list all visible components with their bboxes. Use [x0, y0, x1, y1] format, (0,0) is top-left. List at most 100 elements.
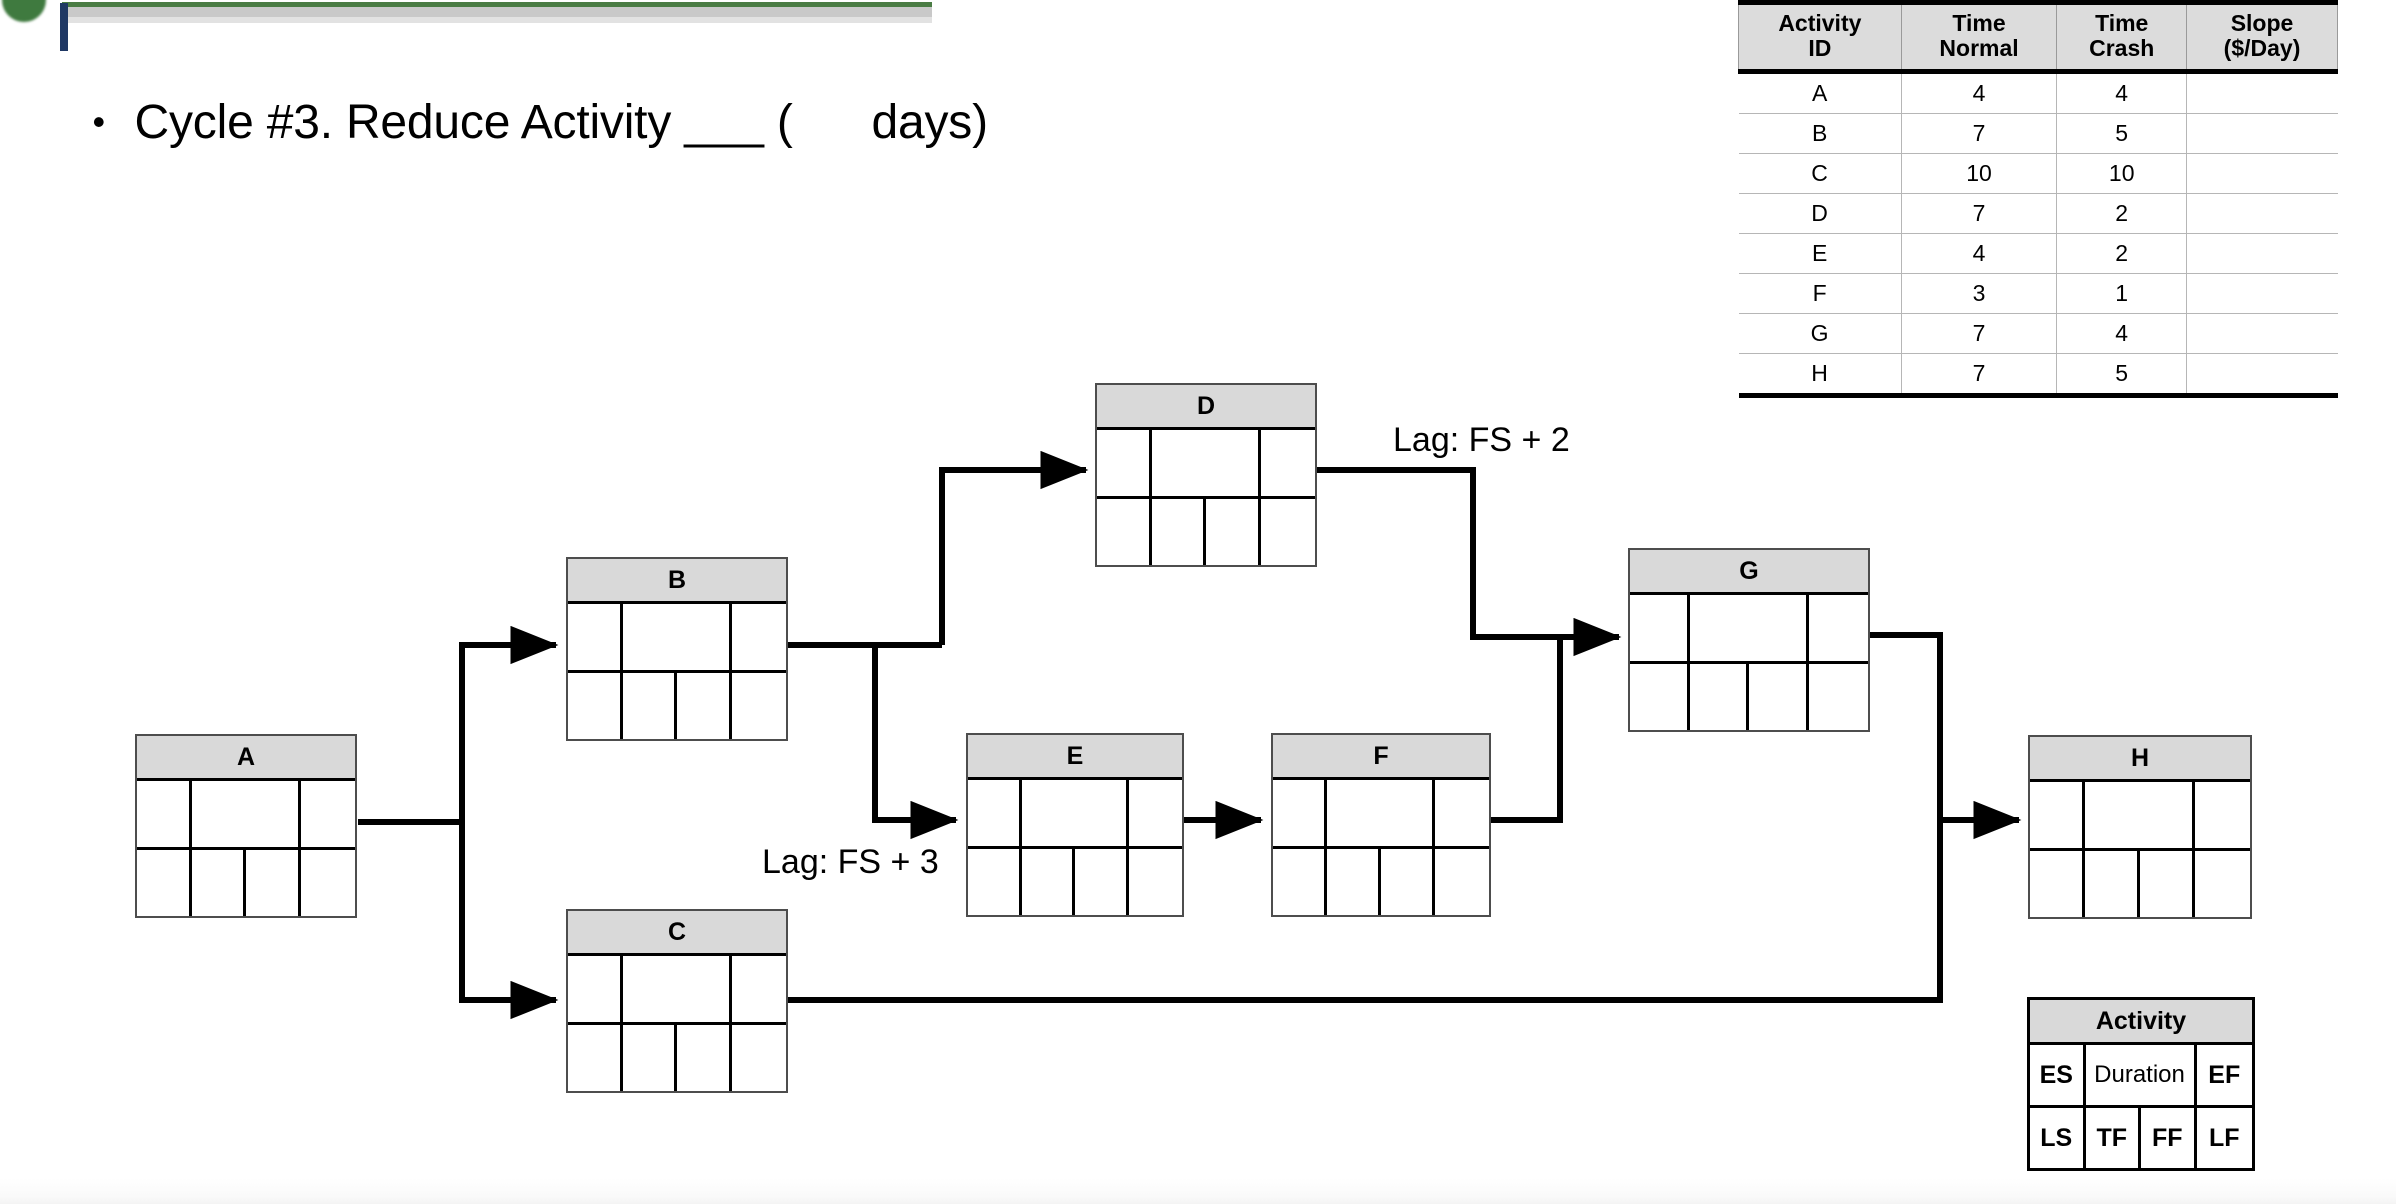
- node-duration-cell[interactable]: [1690, 595, 1809, 661]
- cell-time-normal: 7: [1900, 112, 2058, 154]
- cell-slope[interactable]: [2186, 112, 2338, 154]
- cell-id: C: [1738, 152, 1902, 194]
- node-ff-cell[interactable]: [1749, 664, 1809, 730]
- decorative-green-rule: [62, 2, 932, 7]
- node-label: D: [1097, 385, 1315, 430]
- cell-id: F: [1738, 272, 1902, 314]
- node-ls-cell[interactable]: [568, 673, 623, 739]
- node-es-cell[interactable]: [1097, 430, 1152, 496]
- node-tf-cell[interactable]: [623, 673, 677, 739]
- cell-slope[interactable]: [2186, 192, 2338, 234]
- node-ls-cell[interactable]: [1630, 664, 1690, 730]
- edge-f-to-g: [1491, 637, 1563, 823]
- cell-time-crash: 1: [2056, 272, 2188, 314]
- node-lf-cell[interactable]: [1261, 499, 1316, 565]
- node-ls-cell[interactable]: [2030, 851, 2085, 917]
- cell-slope[interactable]: [2186, 232, 2338, 274]
- legend-title: Activity: [2030, 1000, 2252, 1045]
- node-tf-cell[interactable]: [192, 850, 246, 916]
- cell-time-normal: 10: [1900, 152, 2058, 194]
- activity-node-b[interactable]: B: [566, 557, 788, 741]
- node-tf-cell[interactable]: [1327, 849, 1381, 915]
- node-es-cell[interactable]: [568, 604, 623, 670]
- node-ef-cell[interactable]: [732, 604, 787, 670]
- activity-node-e[interactable]: E: [966, 733, 1184, 917]
- node-ff-cell[interactable]: [246, 850, 301, 916]
- node-ls-cell[interactable]: [137, 850, 192, 916]
- node-ls-cell[interactable]: [568, 1025, 623, 1091]
- activity-node-a[interactable]: A: [135, 734, 357, 918]
- activity-node-f[interactable]: F: [1271, 733, 1491, 917]
- legend-es: ES: [2030, 1045, 2086, 1105]
- cell-id: G: [1738, 312, 1902, 354]
- node-duration-cell[interactable]: [623, 956, 732, 1022]
- activity-node-g[interactable]: G: [1628, 548, 1870, 732]
- activity-node-c[interactable]: C: [566, 909, 788, 1093]
- node-label: B: [568, 559, 786, 604]
- legend-ls: LS: [2030, 1108, 2086, 1168]
- node-lf-cell[interactable]: [1809, 664, 1869, 730]
- node-es-cell[interactable]: [968, 780, 1022, 846]
- edge-a-to-c: [459, 822, 559, 1020]
- node-es-cell[interactable]: [1630, 595, 1690, 661]
- slide-bullet-line: •Cycle #3. Reduce Activity ___ ( days): [40, 40, 989, 205]
- node-lf-cell[interactable]: [732, 673, 787, 739]
- node-ef-cell[interactable]: [301, 781, 356, 847]
- node-ls-cell[interactable]: [1273, 849, 1327, 915]
- cell-slope[interactable]: [2186, 70, 2338, 114]
- node-ff-cell[interactable]: [2140, 851, 2195, 917]
- node-label: C: [568, 911, 786, 956]
- decorative-green-dot: [2, 0, 46, 22]
- node-lf-cell[interactable]: [1435, 849, 1489, 915]
- node-es-cell[interactable]: [1273, 780, 1327, 846]
- node-label: H: [2030, 737, 2250, 782]
- node-ff-cell[interactable]: [677, 1025, 732, 1091]
- node-ls-cell[interactable]: [1097, 499, 1152, 565]
- cell-slope[interactable]: [2186, 272, 2338, 314]
- edge-b-to-e: [872, 645, 959, 840]
- node-tf-cell[interactable]: [2085, 851, 2140, 917]
- node-tf-cell[interactable]: [1690, 664, 1749, 730]
- cell-slope[interactable]: [2186, 352, 2338, 398]
- legend-ff: FF: [2141, 1108, 2197, 1168]
- cell-time-normal: 4: [1900, 232, 2058, 274]
- activity-node-d[interactable]: D: [1095, 383, 1317, 567]
- node-lf-cell[interactable]: [1129, 849, 1183, 915]
- node-es-cell[interactable]: [2030, 782, 2085, 848]
- col-activity-id: Activity ID: [1738, 2, 1902, 72]
- node-tf-cell[interactable]: [1152, 499, 1206, 565]
- node-lf-cell[interactable]: [301, 850, 356, 916]
- node-ff-cell[interactable]: [1206, 499, 1261, 565]
- node-ef-cell[interactable]: [732, 956, 787, 1022]
- node-es-cell[interactable]: [137, 781, 192, 847]
- node-duration-cell[interactable]: [623, 604, 732, 670]
- col-time-normal: Time Normal: [1900, 2, 2058, 72]
- node-tf-cell[interactable]: [623, 1025, 677, 1091]
- node-es-cell[interactable]: [568, 956, 623, 1022]
- node-ef-cell[interactable]: [2195, 782, 2250, 848]
- node-ff-cell[interactable]: [1075, 849, 1129, 915]
- node-ff-cell[interactable]: [677, 673, 732, 739]
- node-lf-cell[interactable]: [2195, 851, 2250, 917]
- node-duration-cell[interactable]: [1152, 430, 1261, 496]
- cell-slope[interactable]: [2186, 312, 2338, 354]
- activity-node-h[interactable]: H: [2028, 735, 2252, 919]
- node-ef-cell[interactable]: [1809, 595, 1869, 661]
- node-ff-cell[interactable]: [1381, 849, 1435, 915]
- node-duration-cell[interactable]: [192, 781, 301, 847]
- node-duration-cell[interactable]: [1327, 780, 1435, 846]
- node-ef-cell[interactable]: [1129, 780, 1183, 846]
- cell-slope[interactable]: [2186, 152, 2338, 194]
- node-duration-cell[interactable]: [2085, 782, 2195, 848]
- node-duration-cell[interactable]: [1022, 780, 1129, 846]
- node-tf-cell[interactable]: [1022, 849, 1075, 915]
- node-lf-cell[interactable]: [732, 1025, 787, 1091]
- node-ef-cell[interactable]: [1435, 780, 1489, 846]
- node-ls-cell[interactable]: [968, 849, 1022, 915]
- node-ef-cell[interactable]: [1261, 430, 1316, 496]
